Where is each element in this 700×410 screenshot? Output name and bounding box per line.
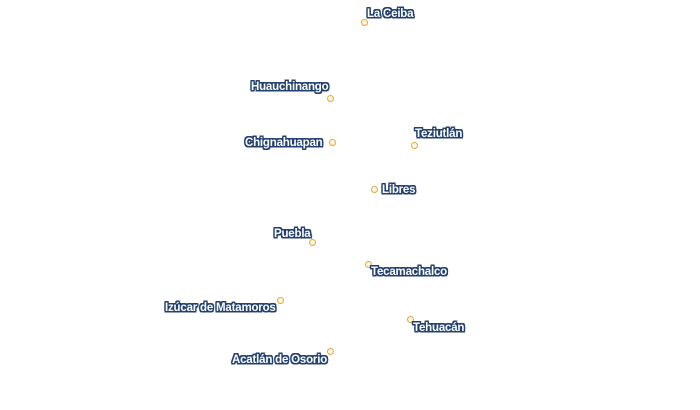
- city-marker-libres[interactable]: [371, 186, 378, 193]
- city-marker-puebla[interactable]: [309, 239, 316, 246]
- city-label-puebla: Puebla: [274, 228, 311, 240]
- city-label-chignahuapan: Chignahuapan: [245, 137, 323, 149]
- city-label-tehuacan: Tehuacán: [413, 322, 465, 334]
- city-marker-teziutlan[interactable]: [411, 142, 418, 149]
- city-marker-chignahuapan[interactable]: [329, 139, 336, 146]
- city-marker-la-ceiba[interactable]: [361, 19, 368, 26]
- city-label-acatlan-de-osorio: Acatlán de Osorio: [232, 354, 328, 366]
- city-label-izucar-de-matamoros: Izúcar de Matamoros: [165, 302, 276, 314]
- city-label-teziutlan: Teziutlán: [415, 128, 463, 140]
- city-marker-tecamachalco[interactable]: [365, 261, 372, 268]
- city-marker-tehuacan[interactable]: [407, 316, 414, 323]
- city-marker-huauchinango[interactable]: [327, 95, 334, 102]
- city-label-la-ceiba: La Ceiba: [367, 8, 414, 20]
- city-label-huauchinango: Huauchinango: [251, 81, 329, 93]
- city-label-libres: Libres: [382, 184, 416, 196]
- city-marker-izucar-de-matamoros[interactable]: [277, 297, 284, 304]
- city-label-tecamachalco: Tecamachalco: [371, 266, 448, 278]
- city-marker-acatlan-de-osorio[interactable]: [327, 348, 334, 355]
